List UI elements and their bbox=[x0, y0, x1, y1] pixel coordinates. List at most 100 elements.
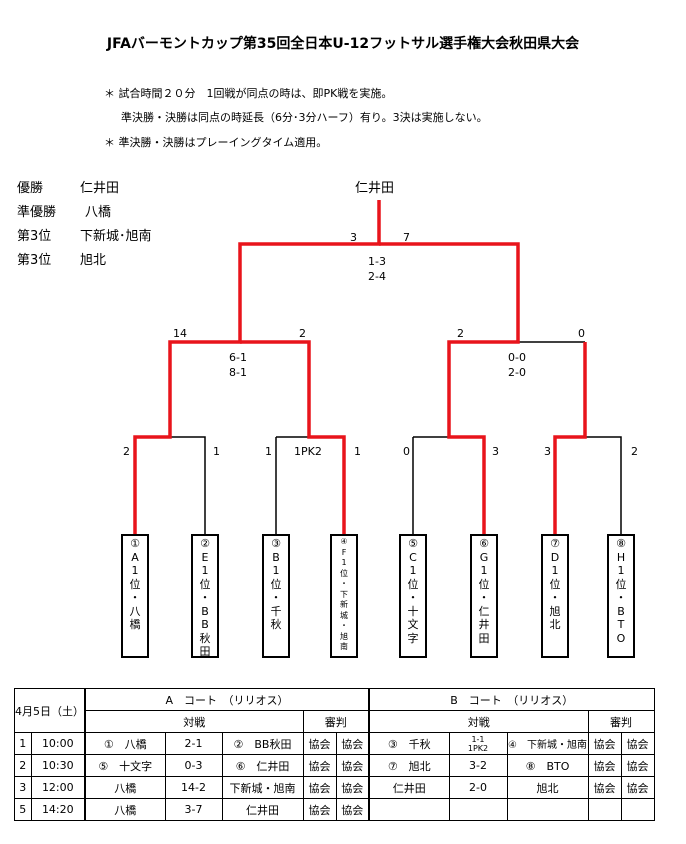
team-char: G bbox=[479, 550, 489, 564]
team-char: 1 bbox=[480, 564, 488, 577]
team-number: ⑤ bbox=[408, 537, 418, 550]
a-home: ① 八橋 bbox=[84, 732, 166, 755]
team-char: 城 bbox=[340, 610, 348, 620]
team-number: ⑦ bbox=[550, 537, 560, 550]
team-char: B bbox=[201, 618, 209, 631]
team-char: ・ bbox=[340, 579, 348, 588]
team-char: ・ bbox=[549, 591, 561, 604]
a-home: 八橋 bbox=[84, 798, 166, 821]
match-time: 14:20 bbox=[30, 798, 86, 821]
team-char: 位 bbox=[270, 577, 282, 591]
team-char: H bbox=[616, 550, 626, 564]
team-char: 1 bbox=[272, 564, 280, 577]
r1-score-8: 2 bbox=[631, 445, 638, 458]
match-time: 10:00 bbox=[30, 732, 86, 755]
table-row: 5 14:20 八橋 3-7 仁井田 協会 協会 bbox=[14, 798, 655, 821]
semi-left-left-score: 14 bbox=[173, 327, 187, 340]
r1-score-2: 1 bbox=[213, 445, 220, 458]
b-ref1: 協会 bbox=[587, 732, 622, 755]
a-ref1: 協会 bbox=[302, 732, 337, 755]
court-a-match-header: 対戦 bbox=[84, 710, 304, 733]
a-away: 仁井田 bbox=[221, 798, 304, 821]
result-rank-2: 準優勝 bbox=[17, 205, 57, 220]
a-score: 0-3 bbox=[164, 754, 223, 777]
team-char: 田 bbox=[478, 631, 490, 645]
team-char: 位 bbox=[340, 568, 348, 578]
semi-left-half2: 8-1 bbox=[229, 366, 247, 379]
match-no: 1 bbox=[14, 732, 32, 755]
result-rank-1: 優勝 bbox=[17, 181, 44, 196]
team-char: 秋 bbox=[199, 631, 211, 645]
r1-score-4: 1 bbox=[354, 445, 361, 458]
team-char: 橋 bbox=[129, 618, 141, 631]
semi-right-left-score: 2 bbox=[457, 327, 464, 340]
semi-left-right-score: 2 bbox=[299, 327, 306, 340]
team-char: ・ bbox=[129, 591, 141, 604]
r1-score-7: 3 bbox=[544, 445, 551, 458]
b-ref1: 協会 bbox=[587, 754, 622, 777]
team-char: 位 bbox=[478, 577, 490, 591]
r1-score-1: 2 bbox=[123, 445, 130, 458]
b-score bbox=[448, 798, 508, 821]
a-ref2: 協会 bbox=[335, 732, 370, 755]
a-home: 八橋 bbox=[84, 776, 166, 799]
b-ref1 bbox=[587, 798, 622, 821]
team-char: 仁 bbox=[478, 604, 490, 618]
a-score: 3-7 bbox=[164, 798, 223, 821]
match-no: 3 bbox=[14, 776, 32, 799]
team-char: 南 bbox=[340, 642, 348, 651]
note-2: 準決勝・決勝は同点の時延長（6分･3分ハーフ）有り。3決は実施しない。 bbox=[121, 111, 488, 124]
team-char: 1 bbox=[341, 558, 347, 567]
r1-score-5: 0 bbox=[403, 445, 410, 458]
b-score-pk: 1PK2 bbox=[467, 743, 489, 753]
b-home bbox=[368, 798, 450, 821]
court-a-referee-header: 審判 bbox=[302, 710, 370, 733]
team-number: ⑧ bbox=[616, 537, 626, 550]
team-number: ⑥ bbox=[479, 537, 489, 550]
team-number: ① bbox=[130, 537, 140, 550]
team-char: T bbox=[617, 618, 625, 631]
a-ref1: 協会 bbox=[302, 776, 337, 799]
note-3: ＊ 準決勝・決勝はプレーイングタイム適用。 bbox=[104, 136, 328, 149]
match-time: 10:30 bbox=[30, 754, 86, 777]
team-char: ・ bbox=[340, 621, 348, 630]
result-rank-3a: 第3位 bbox=[17, 229, 52, 244]
team-char: 位 bbox=[407, 577, 419, 591]
final-right-score: 7 bbox=[403, 231, 410, 244]
b-away: 旭北 bbox=[506, 776, 589, 799]
team-char: ・ bbox=[478, 591, 490, 604]
team-char: 十 bbox=[407, 604, 419, 618]
court-b-match-header: 対戦 bbox=[368, 710, 589, 733]
team-char: 位 bbox=[615, 577, 627, 591]
team-char: 1 bbox=[201, 564, 209, 577]
r1-pk-score: 1PK2 bbox=[294, 445, 322, 458]
team-char: 1 bbox=[409, 564, 417, 577]
match-no: 2 bbox=[14, 754, 32, 777]
final-half2: 2-4 bbox=[368, 270, 386, 283]
team-char: 1 bbox=[617, 564, 625, 577]
team-char: ・ bbox=[615, 591, 627, 604]
team-char: 旭 bbox=[549, 604, 561, 618]
schedule-table: 4月5日（土） A コート （リリオス） B コート （リリオス） 対戦 審判 … bbox=[14, 688, 655, 821]
a-ref2: 協会 bbox=[335, 798, 370, 821]
semi-right-half1: 0-0 bbox=[508, 351, 526, 364]
team-char: 北 bbox=[549, 618, 561, 631]
result-team-1: 仁井田 bbox=[80, 181, 120, 196]
a-home: ⑤ 十文字 bbox=[84, 754, 166, 777]
b-score: 3-2 bbox=[448, 754, 508, 777]
team-number: ② bbox=[200, 537, 210, 550]
team-char: 秋 bbox=[270, 618, 282, 631]
a-score: 2-1 bbox=[164, 732, 223, 755]
bracket-lines-red bbox=[133, 200, 587, 534]
court-b-header: B コート （リリオス） bbox=[368, 688, 655, 711]
b-away bbox=[506, 798, 589, 821]
b-home: ⑦ 旭北 bbox=[368, 754, 450, 777]
b-score-1: 1-1 bbox=[471, 734, 485, 744]
